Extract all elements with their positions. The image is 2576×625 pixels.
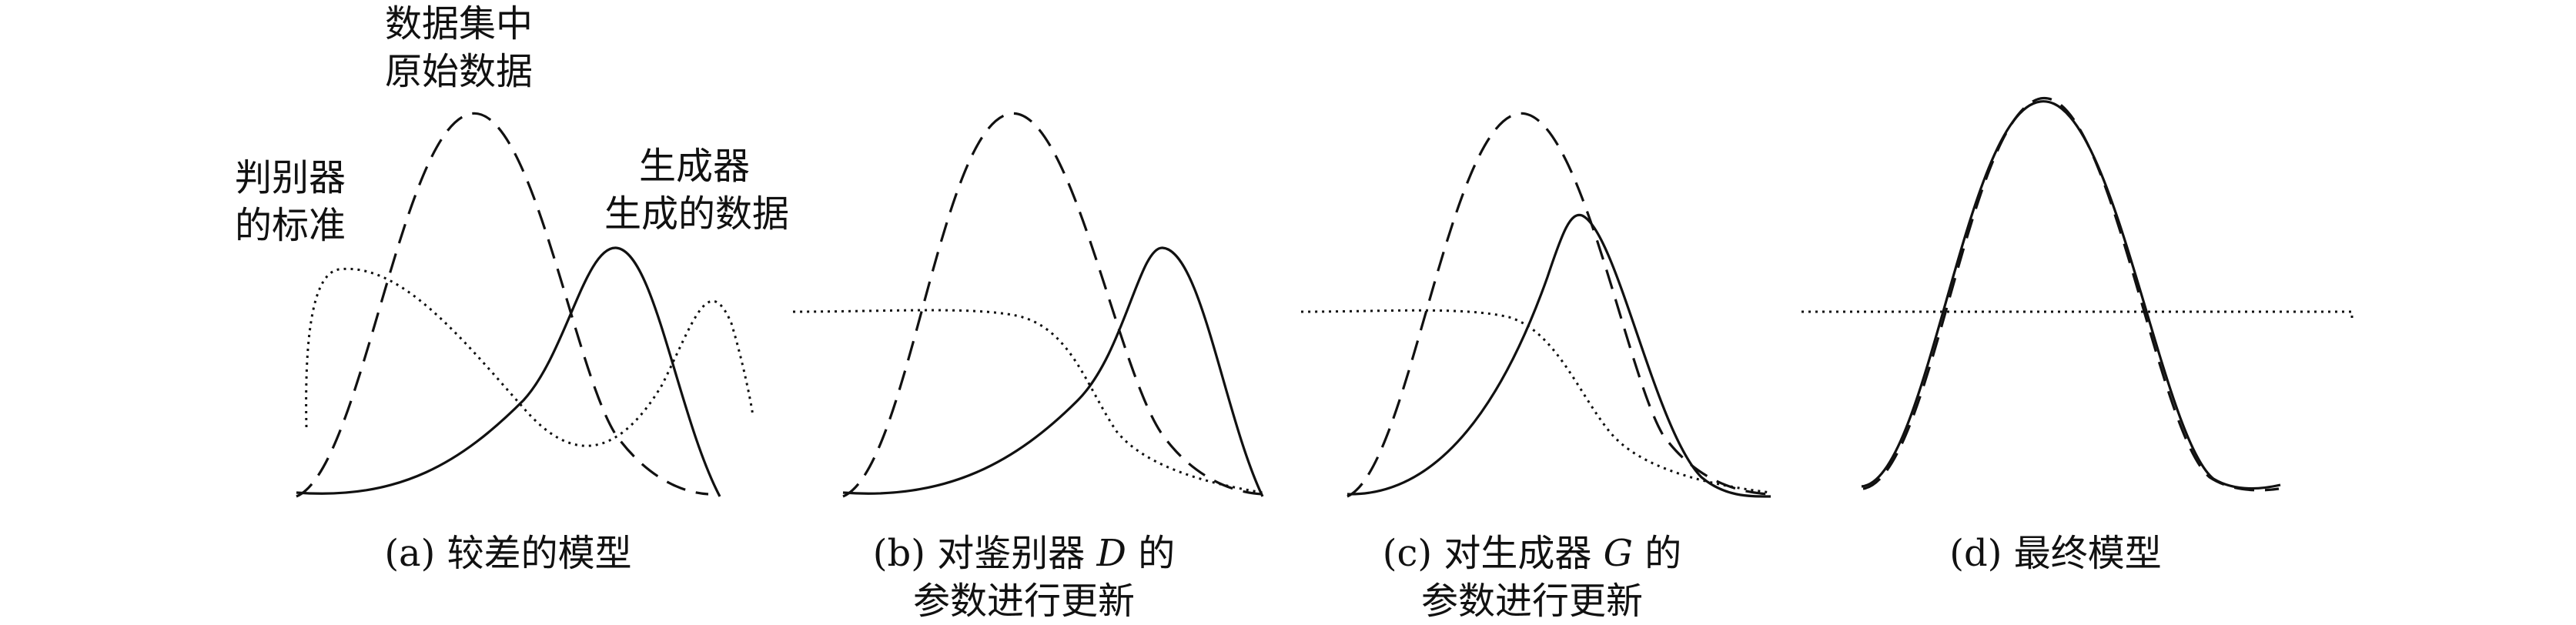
panel-c-real-data-curve — [1347, 112, 1771, 498]
annotation-discriminator: 判别器 的标准 — [235, 154, 346, 249]
caption-c-line1-suffix: 的 — [1632, 532, 1682, 575]
panel-b-real-data-curve — [842, 112, 1263, 498]
caption-a-line1: (a) 较差的模型 — [384, 532, 632, 575]
caption-b: (b) 对鉴别器 D 的 参数进行更新 — [847, 530, 1201, 625]
panel-a-curves — [296, 112, 754, 498]
caption-b-line1: (b) 对鉴别器 D 的 — [847, 530, 1201, 577]
caption-b-line1-prefix: (b) 对鉴别器 — [872, 532, 1097, 575]
panel-c-generated-curve — [1347, 213, 1771, 498]
caption-c-variable: G — [1603, 532, 1633, 575]
panel-b-curves — [792, 112, 1264, 498]
caption-c-line1: (c) 对生成器 G 的 — [1355, 530, 1709, 577]
annotation-generated: 生成器 生成的数据 — [604, 142, 789, 238]
panel-a-discriminator-curve — [305, 267, 754, 447]
caption-d: (d) 最终模型 — [1902, 530, 2210, 577]
caption-c-line2: 参数进行更新 — [1420, 580, 1643, 623]
panel-a-real-data-curve — [296, 112, 709, 498]
caption-a: (a) 较差的模型 — [331, 530, 685, 577]
panel-b-generated-curve — [842, 246, 1264, 497]
caption-d-line1: (d) 最终模型 — [1949, 532, 2162, 575]
caption-b-variable: D — [1096, 532, 1126, 575]
caption-b-line2: 参数进行更新 — [912, 580, 1135, 623]
caption-c: (c) 对生成器 G 的 参数进行更新 — [1355, 530, 1709, 625]
annotation-discriminator-line2: 的标准 — [235, 204, 346, 247]
panel-c-discriminator-curve — [1300, 309, 1771, 494]
panel-a-generated-curve — [296, 246, 721, 497]
panel-d-generated-curve — [1861, 100, 2281, 490]
panel-c-curves — [1300, 112, 1771, 498]
annotation-generated-line2: 生成的数据 — [604, 192, 790, 236]
panel-d-discriminator-curve — [1802, 310, 2354, 322]
annotation-real-data-line2: 原始数据 — [385, 50, 534, 93]
panel-d-curves — [1802, 97, 2354, 492]
panel-d-real-data-curve — [1862, 97, 2280, 492]
annotation-generated-line1: 生成器 — [639, 145, 751, 188]
annotation-real-data: 数据集中 原始数据 — [385, 0, 533, 95]
caption-c-line1-prefix: (c) 对生成器 — [1382, 532, 1604, 575]
annotation-discriminator-line1: 判别器 — [235, 156, 346, 199]
caption-b-line1-suffix: 的 — [1126, 532, 1176, 575]
annotation-real-data-line1: 数据集中 — [385, 2, 534, 45]
